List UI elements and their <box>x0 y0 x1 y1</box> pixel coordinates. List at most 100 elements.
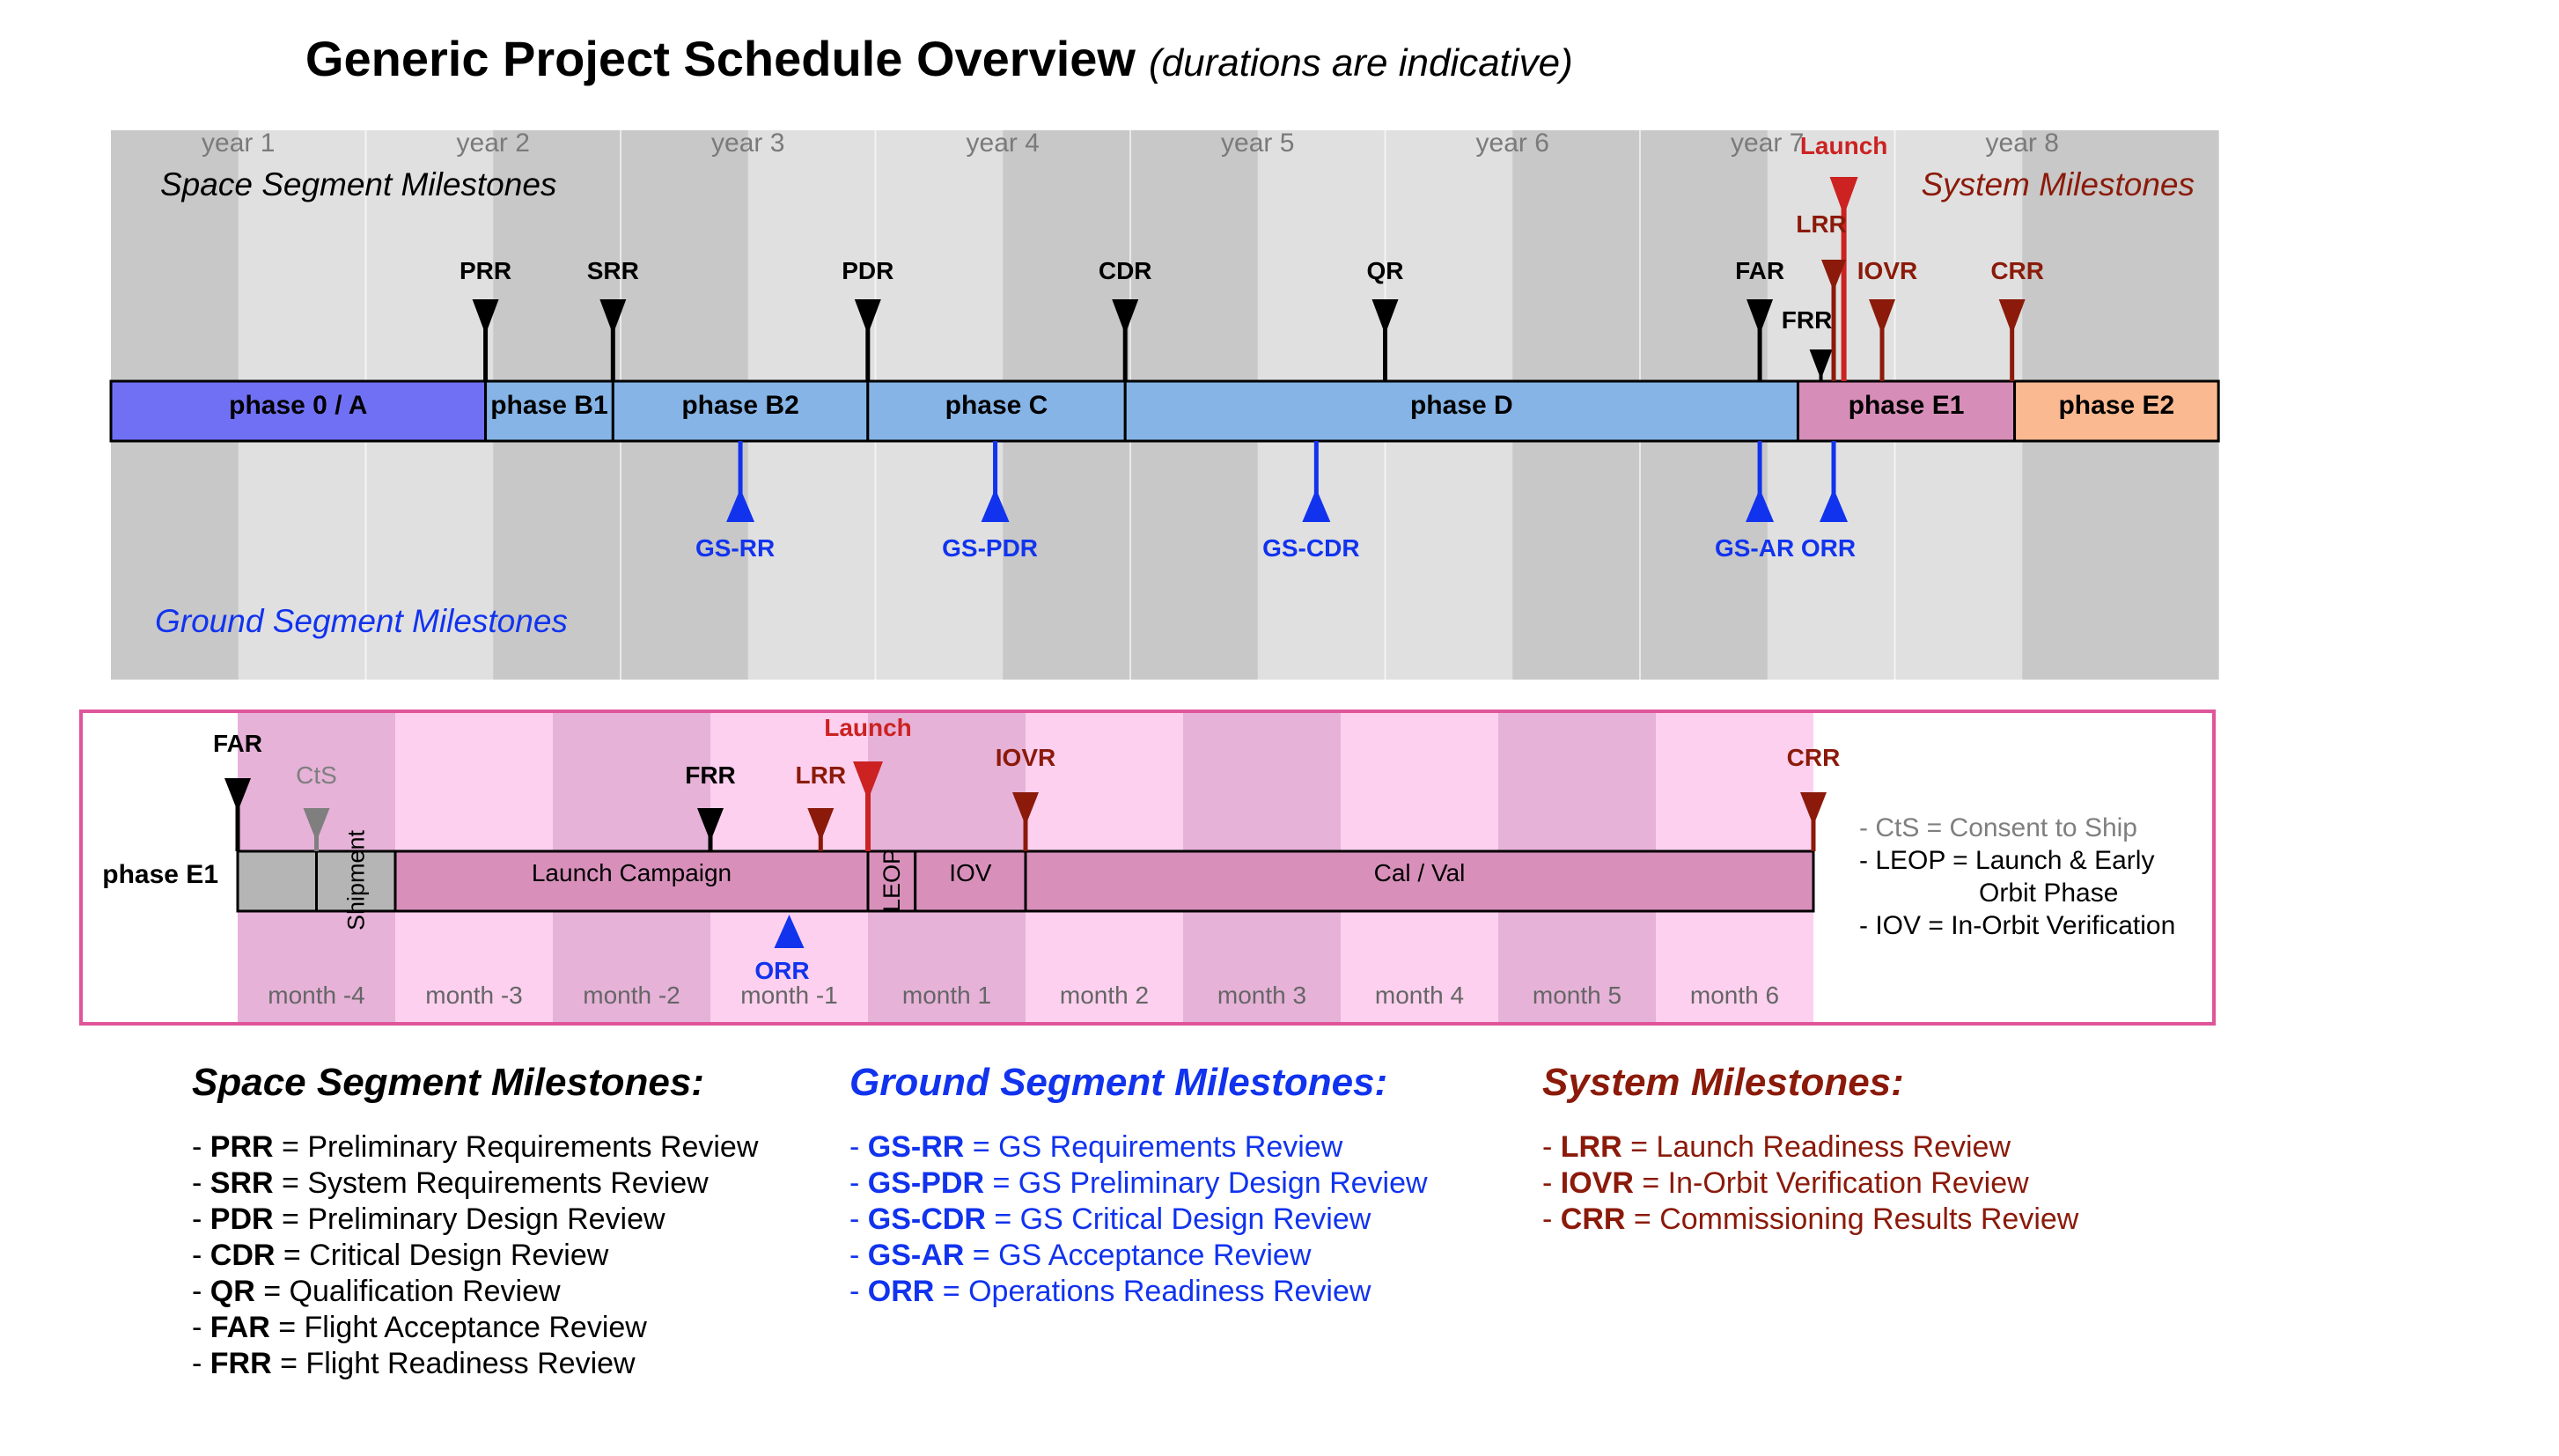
legend-desc: Flight Readiness Review <box>305 1347 636 1380</box>
space-legend-items: - PRR = Preliminary Requirements Review-… <box>192 1129 758 1382</box>
launch-marker <box>1829 177 1858 216</box>
legend-item: - ORR = Operations Readiness Review <box>849 1274 1428 1310</box>
phase-phase-d <box>1123 379 1799 443</box>
note-text: - LEOP = Launch & Early <box>1859 846 2154 875</box>
milestone-iovr-marker <box>1869 299 1896 335</box>
phase-label: phase 0 / A <box>229 391 367 420</box>
legend-desc: Critical Design Review <box>309 1239 609 1272</box>
diagram-title: Generic Project Schedule Overview <box>305 31 1136 86</box>
legend-item: - LRR = Launch Readiness Review <box>1542 1129 2078 1166</box>
ground-legend-title: Ground Segment Milestones: <box>849 1061 1388 1104</box>
legend-abbr: PRR <box>210 1130 274 1164</box>
legend-dash: - <box>192 1202 210 1236</box>
phase-label: phase B1 <box>490 391 607 420</box>
legend-abbr: SRR <box>210 1166 274 1200</box>
milestone-gs-ar-marker <box>1746 489 1775 522</box>
milestone-cts-marker <box>303 808 330 842</box>
legend-desc: Preliminary Requirements Review <box>307 1130 759 1164</box>
milestone-label: FRR <box>1782 306 1833 334</box>
legend-desc: GS Preliminary Design Review <box>1018 1166 1428 1200</box>
milestone-label: SRR <box>587 257 639 284</box>
month-label: month 6 <box>1690 982 1779 1009</box>
segment-cal-val <box>1024 849 1815 913</box>
legend-dash: - <box>1542 1130 1561 1164</box>
segment-shipment <box>315 849 397 913</box>
legend-equals: = <box>271 1347 306 1380</box>
diagram-subtitle: (durations are indicative) <box>1149 41 1573 85</box>
legend-abbr: GS-PDR <box>867 1166 985 1200</box>
legend-dash: - <box>849 1202 868 1236</box>
legend-item: - FAR = Flight Acceptance Review <box>192 1310 758 1346</box>
note-text: Orbit Phase <box>1979 879 2118 908</box>
milestone-pdr-marker <box>854 299 881 335</box>
legend-abbr: GS-AR <box>867 1239 965 1272</box>
month-label: month 4 <box>1375 982 1464 1009</box>
legend-equals: = <box>934 1275 969 1308</box>
system-label: System Milestones <box>1922 166 2195 202</box>
month-label: month 1 <box>902 982 991 1009</box>
legend-item: - SRR = System Requirements Review <box>192 1166 758 1202</box>
legend-item: - GS-PDR = GS Preliminary Design Review <box>849 1166 1428 1202</box>
year-label: year 8 <box>1986 129 2059 158</box>
legend-dash: - <box>192 1275 210 1308</box>
phase-phase-e2 <box>2013 379 2220 443</box>
milestone-orr-marker <box>1820 489 1849 522</box>
year-label: year 4 <box>967 129 1040 158</box>
legend-equals: = <box>273 1166 308 1200</box>
milestone-cdr-marker <box>1112 299 1139 335</box>
legend-equals: = <box>254 1275 290 1308</box>
phase-label: phase E1 <box>1849 391 1965 420</box>
legend-dash: - <box>849 1130 868 1164</box>
milestone-lrr-marker <box>1821 260 1847 291</box>
ground-legend: Ground Segment Milestones: - GS-RR = GS … <box>849 1061 1428 1310</box>
legend-desc: Operations Readiness Review <box>968 1275 1371 1308</box>
year-label: year 6 <box>1476 129 1549 158</box>
milestone-label: LRR <box>796 761 847 789</box>
legend-desc: System Requirements Review <box>307 1166 709 1200</box>
legend-dash: - <box>192 1347 210 1380</box>
milestone-label: GS-AR <box>1715 534 1794 562</box>
legend-abbr: IOVR <box>1560 1166 1634 1200</box>
milestone-qr-marker <box>1371 299 1399 335</box>
legend-desc: Qualification Review <box>289 1275 561 1308</box>
milestone-crr-marker <box>1800 792 1827 826</box>
legend-item: - IOVR = In-Orbit Verification Review <box>1542 1166 2078 1202</box>
milestone-label: FRR <box>685 761 736 789</box>
legend-equals: = <box>1633 1166 1668 1200</box>
launch-label: Launch <box>824 714 912 741</box>
legend-equals: = <box>269 1311 305 1344</box>
legend-item: - PDR = Preliminary Design Review <box>192 1202 758 1238</box>
legend-item: - CRR = Commissioning Results Review <box>1542 1202 2078 1238</box>
segment-label: LEOP <box>879 849 905 912</box>
note-text: - CtS = Consent to Ship <box>1859 813 2137 842</box>
milestone-label: GS-RR <box>695 534 775 562</box>
milestone-label: QR <box>1367 257 1404 284</box>
milestone-orr-marker <box>774 915 805 948</box>
segment-label: Launch Campaign <box>532 859 732 886</box>
legend-abbr: GS-CDR <box>867 1202 986 1236</box>
legend-equals: = <box>273 1130 308 1164</box>
milestone-prr-marker <box>472 299 499 335</box>
phase-label: phase D <box>1410 391 1513 420</box>
milestone-frr-marker <box>697 808 724 842</box>
legend-equals: = <box>964 1239 999 1272</box>
legend-dash: - <box>849 1166 868 1200</box>
legend-desc: Flight Acceptance Review <box>304 1311 647 1344</box>
legend-item: - FRR = Flight Readiness Review <box>192 1346 758 1382</box>
milestone-frr-marker <box>1809 349 1833 379</box>
milestone-iovr-marker <box>1012 792 1039 826</box>
milestone-gs-cdr-marker <box>1302 489 1331 522</box>
milestone-label: LRR <box>1796 210 1847 238</box>
legend-dash: - <box>1542 1202 1561 1236</box>
year-label: year 2 <box>457 129 530 158</box>
legend-item: - GS-RR = GS Requirements Review <box>849 1129 1428 1166</box>
milestone-gs-pdr-marker <box>981 489 1010 522</box>
year-label: year 3 <box>711 129 784 158</box>
legend-item: - GS-CDR = GS Critical Design Review <box>849 1202 1428 1238</box>
legend-equals: = <box>273 1202 308 1236</box>
launch-label: Launch <box>1800 132 1888 159</box>
milestone-label: CRR <box>1990 257 2044 284</box>
milestone-crr-marker <box>1998 299 2026 335</box>
